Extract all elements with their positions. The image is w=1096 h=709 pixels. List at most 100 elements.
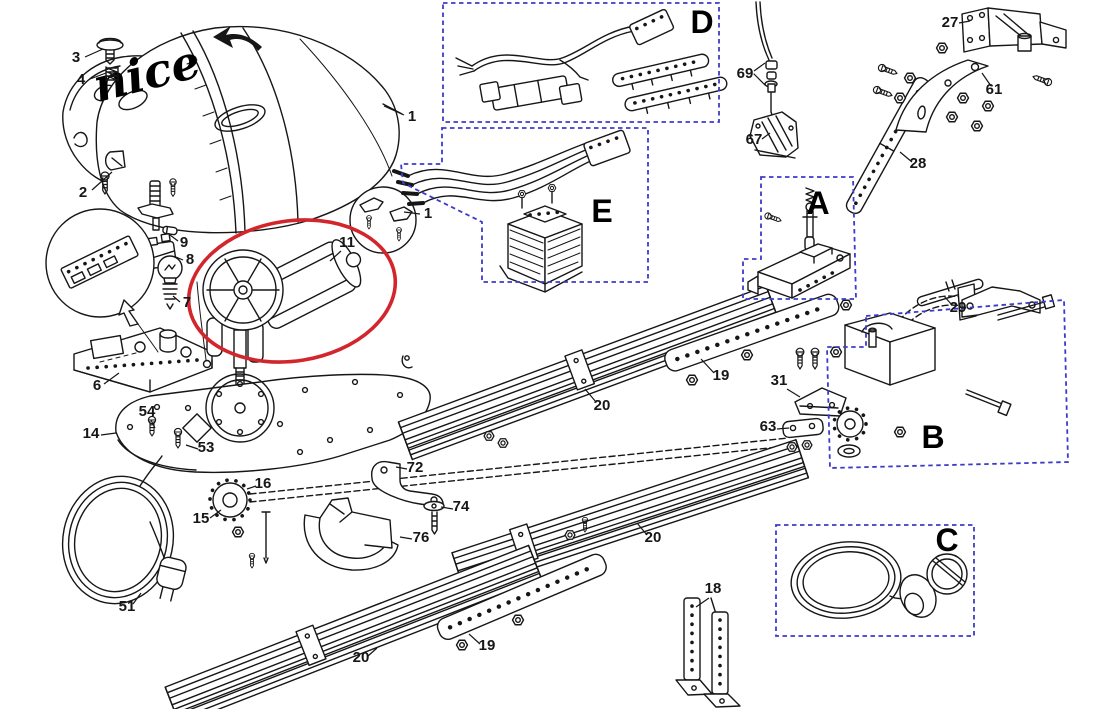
group-label-B: B [921,419,944,455]
leader-part-3-0 [84,48,104,58]
leader-part-19-16 [700,358,715,374]
cable-hook [401,355,413,369]
drive-chain-part-16 [249,437,789,503]
part-label-31-17: 31 [771,372,788,389]
part-label-20-28: 20 [645,529,662,546]
kit-box-c [775,524,975,637]
ceiling-brackets-part-18 [675,597,741,708]
part-label-74-26: 74 [453,498,470,515]
leader-part-51-29 [132,592,142,605]
kit-b-tensioner [829,283,1056,458]
leader-part-27-12 [958,20,971,24]
part-label-18-30: 18 [705,580,722,597]
power-cord-part-51 [61,455,187,605]
part-label-3-0: 3 [72,49,80,66]
leader-part-69-10 [753,62,766,72]
part-label-63-19: 63 [760,418,777,435]
plate-part-63 [782,417,824,452]
leader-part-7-7 [172,295,181,303]
cover-button-part-3 [96,37,124,65]
leader-part-14-20 [100,432,117,436]
part-label-27-12: 27 [942,14,959,31]
leader-part-74-26 [440,506,454,510]
kit-box-e [400,127,649,283]
screw-part-74 [423,500,445,535]
part-label-15-24: 15 [193,510,210,527]
part-label-19-31: 19 [479,637,496,654]
leader-part-28-14 [899,151,913,163]
leader-part-2-2 [91,171,113,191]
part-label-19-16: 19 [713,367,730,384]
part-label-11-9: 11 [339,234,355,251]
part-label-4-1: 4 [77,71,86,88]
part-label-20-32: 20 [353,649,370,666]
kit-d-wiring-harness [455,8,728,115]
hinge-clip-callout-part-1 [349,186,417,254]
part-label-8-6: 8 [186,251,194,268]
rail-part-20-middle [451,439,810,592]
cover-screws [100,171,177,231]
kit-a-carriage [747,187,851,299]
leader-part-67-11 [761,132,771,140]
control-board-part-6 [73,327,213,393]
motor-highlight-ellipse [186,218,398,364]
leader-part-54-21 [150,419,156,429]
spring-part-4 [105,66,119,82]
leader-part-6-8 [103,372,120,385]
leader-part-53-22 [185,444,199,450]
leader-part-29-15 [943,295,953,306]
part-label-53-22: 53 [198,439,215,456]
curved-bracket-part-61 [895,59,989,133]
part-label-20-18: 20 [594,397,611,414]
motor-assembly-part-11 [196,239,362,390]
leader-part-18-30 [695,597,710,608]
base-plate-part-14 [115,373,431,474]
part-label-54-21: 54 [139,403,156,420]
leader-part-8-6 [175,256,184,261]
strap-part-19-upper [664,293,840,372]
part-label-2-2: 2 [79,184,87,201]
leader-part-76-27 [399,536,413,540]
part-label-6-8: 6 [93,377,101,394]
bracket-part-31 [794,347,847,417]
leader-part-4-1 [89,72,107,80]
part-label-67-11: 67 [746,131,763,148]
group-label-E: E [591,193,612,229]
leader-part-63-19 [776,427,790,430]
bracket-part-67 [749,111,799,159]
antenna-valve-part [137,180,174,231]
leader-part-9-5 [169,234,179,242]
leader-part-16-23 [246,485,257,490]
strap-part-19-lower [436,553,607,641]
terminal-strip-callout-part-5 [45,208,159,353]
part-label-69-10: 69 [737,65,754,82]
group-label-D: D [690,4,713,40]
part-label-16-23: 16 [255,475,272,492]
part-label-51-29: 51 [119,598,136,615]
part-label-76-27: 76 [413,529,430,546]
release-cable-part-69 [753,1,778,117]
part-label-28-14: 28 [910,155,927,172]
leader-part-19-31 [468,633,481,645]
part-label-61-13: 61 [986,81,1003,98]
leader-part-31-17 [786,388,801,398]
leader-part-20-32 [367,647,378,657]
part-label-14-20: 14 [83,425,100,442]
kit-c-release-cord [790,541,968,619]
leader-part-72-25 [395,466,408,470]
leader-part-1-4 [403,211,421,215]
part-label-9-5: 9 [180,234,188,251]
group-label-A: A [806,185,829,221]
leader-part-15-24 [209,509,222,519]
group-label-C: C [935,522,958,558]
kit-box-d [442,2,720,123]
part-label-1-3: 1 [408,108,416,125]
leader-part-1-3 [383,105,405,116]
main-cover-part-1: nice [88,25,403,234]
leader-part-11-9 [329,250,342,262]
sprocket-part-15 [208,478,271,569]
leader-part-61-13 [981,72,992,87]
